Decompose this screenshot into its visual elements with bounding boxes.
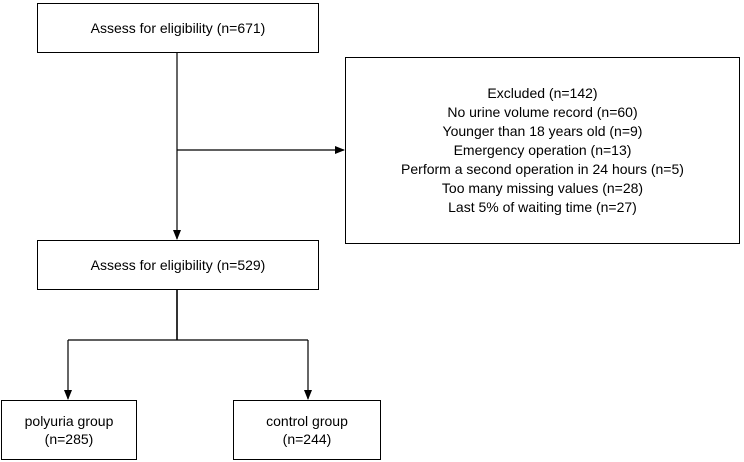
excluded-reason: Younger than 18 years old (n=9) bbox=[442, 123, 643, 139]
node-count: (n=285) bbox=[44, 431, 94, 447]
node-label: Assess for eligibility (n=529) bbox=[90, 257, 266, 273]
node-assess-eligibility-671: Assess for eligibility (n=671) bbox=[37, 3, 319, 53]
excluded-reason: Last 5% of waiting time (n=27) bbox=[448, 199, 637, 215]
excluded-reason: Too many missing values (n=28) bbox=[441, 180, 644, 196]
node-assess-eligibility-529: Assess for eligibility (n=529) bbox=[37, 240, 319, 290]
node-label: Assess for eligibility (n=671) bbox=[90, 20, 266, 36]
node-count: (n=244) bbox=[282, 431, 332, 447]
excluded-reason: Emergency operation (n=13) bbox=[453, 142, 632, 158]
node-control-group: control group (n=244) bbox=[233, 400, 381, 460]
node-polyuria-group: polyuria group (n=285) bbox=[1, 400, 137, 460]
node-excluded: Excluded (n=142) No urine volume record … bbox=[345, 57, 740, 244]
excluded-reason: No urine volume record (n=60) bbox=[447, 104, 638, 120]
excluded-title: Excluded (n=142) bbox=[487, 85, 598, 101]
excluded-reason: Perform a second operation in 24 hours (… bbox=[401, 161, 684, 177]
node-label: control group bbox=[266, 413, 348, 429]
node-label: polyuria group bbox=[24, 413, 114, 429]
